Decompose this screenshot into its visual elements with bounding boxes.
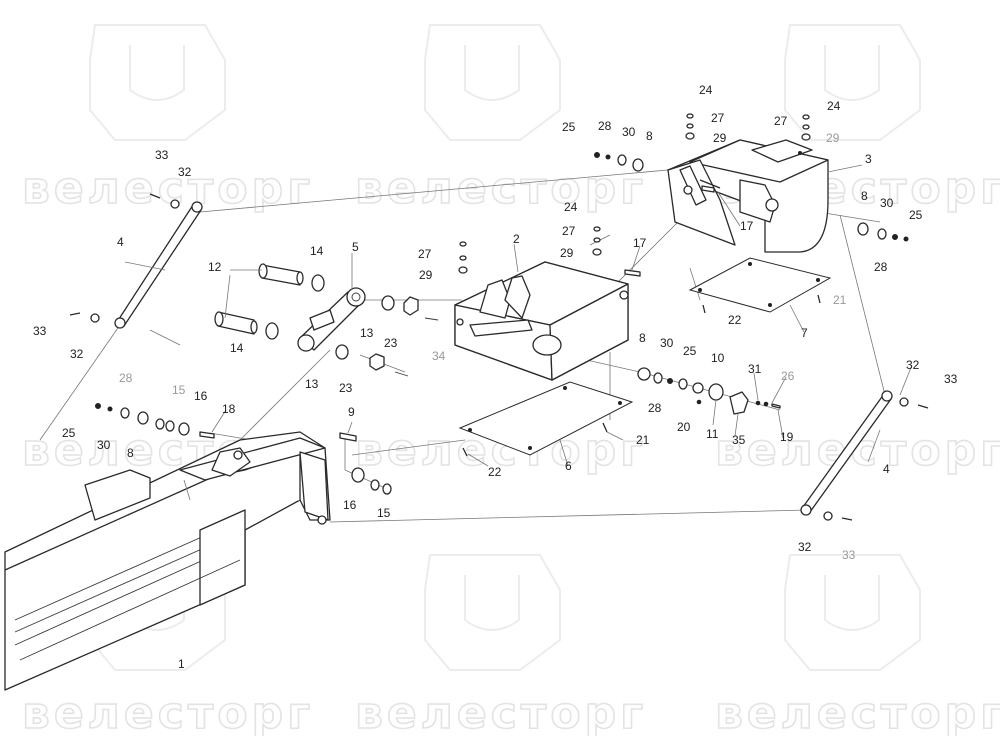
callout-label: 35 — [732, 433, 746, 447]
callout-label: 18 — [222, 402, 236, 416]
central-housing — [454, 261, 629, 381]
callout-label: 29 — [826, 131, 840, 145]
callout-label: 29 — [419, 268, 433, 282]
callout-label: 8 — [861, 189, 868, 203]
callout-label: 23 — [384, 336, 398, 350]
callout-label: 28 — [119, 371, 133, 385]
watermark-layer: велесторг велесторг велесторг велесторг … — [21, 24, 1000, 736]
watermark-logo — [784, 24, 921, 141]
callout-label: 29 — [713, 131, 727, 145]
callout-label: 16 — [343, 498, 357, 512]
callout-label: 11 — [706, 427, 719, 441]
callout-label: 8 — [646, 129, 653, 143]
watermark-logo — [784, 554, 921, 671]
callout-label: 15 — [172, 383, 186, 397]
main-frame-beam — [4, 431, 331, 691]
callout-label: 25 — [683, 344, 697, 358]
callout-label: 25 — [562, 120, 576, 134]
callout-label: 14 — [230, 341, 244, 355]
callout-label: 13 — [360, 326, 374, 340]
watermark-logo — [424, 554, 561, 671]
callout-label: 25 — [909, 208, 923, 222]
callout-label: 20 — [677, 420, 691, 434]
callout-label: 17 — [740, 219, 754, 233]
callout-labels: 1 2 3 4 4 5 6 7 8 8 8 8 9 10 11 12 13 13… — [33, 83, 958, 671]
callout-label: 4 — [117, 235, 124, 249]
callout-label: 21 — [636, 433, 650, 447]
callout-label: 24 — [699, 83, 713, 97]
hydraulic-cylinder — [297, 287, 366, 352]
callout-label: 32 — [178, 165, 192, 179]
callout-label: 13 — [305, 377, 319, 391]
callout-label: 29 — [560, 246, 574, 260]
watermark-text: велесторг — [355, 688, 647, 736]
watermark-text: велесторг — [22, 163, 314, 214]
callout-label: 22 — [728, 313, 742, 327]
pin-upper — [258, 263, 304, 286]
callout-label: 30 — [622, 125, 636, 139]
callout-label: 21 — [833, 293, 847, 307]
callout-label: 27 — [711, 111, 725, 125]
callout-label: 14 — [310, 244, 324, 258]
callout-label: 32 — [798, 540, 812, 554]
callout-label: 33 — [155, 148, 169, 162]
pin-lower — [214, 311, 258, 335]
callout-label: 6 — [565, 459, 572, 473]
callout-label: 2 — [513, 232, 520, 246]
callout-label: 33 — [944, 372, 958, 386]
callout-label: 1 — [178, 657, 185, 671]
callout-label: 8 — [127, 446, 134, 460]
callout-label: 23 — [339, 381, 353, 395]
callout-label: 19 — [780, 430, 794, 444]
watermark-logo — [89, 24, 226, 141]
callout-label: 30 — [97, 438, 111, 452]
upper-housing — [667, 139, 829, 253]
callout-label: 3 — [865, 152, 872, 166]
callout-label: 28 — [874, 260, 888, 274]
callout-label: 9 — [348, 405, 355, 419]
callout-label: 26 — [781, 369, 795, 383]
callout-label: 27 — [418, 247, 432, 261]
rod-right — [800, 390, 893, 516]
callout-label: 25 — [62, 426, 76, 440]
callout-label: 32 — [906, 358, 920, 372]
callout-label: 5 — [352, 240, 359, 254]
callout-label: 24 — [564, 200, 578, 214]
watermark-text: велесторг — [715, 688, 1000, 736]
callout-label: 34 — [432, 349, 446, 363]
bottom-plate-7 — [688, 257, 832, 313]
callout-label: 32 — [70, 347, 84, 361]
rod-left — [114, 201, 203, 329]
watermark-logo — [424, 24, 561, 141]
callout-label: 27 — [562, 224, 576, 238]
callout-label: 33 — [842, 548, 856, 562]
callout-label: 10 — [711, 351, 725, 365]
callout-label: 31 — [748, 362, 762, 376]
callout-label: 15 — [377, 506, 391, 520]
callout-label: 28 — [648, 401, 662, 415]
callout-label: 27 — [774, 114, 788, 128]
callout-label: 16 — [194, 389, 208, 403]
callout-label: 22 — [488, 465, 502, 479]
leader-lines — [124, 164, 913, 501]
watermark-text: велесторг — [22, 688, 314, 736]
callout-label: 7 — [801, 326, 808, 340]
watermark-text: велесторг — [355, 163, 647, 214]
callout-label: 30 — [660, 336, 674, 350]
small-hardware — [69, 113, 929, 521]
bottom-plate-6 — [458, 381, 634, 456]
callout-label: 33 — [33, 324, 47, 338]
callout-label: 24 — [827, 99, 841, 113]
callout-label: 8 — [639, 331, 646, 345]
callout-label: 17 — [633, 236, 647, 250]
callout-label: 4 — [883, 462, 890, 476]
callout-label: 30 — [880, 196, 894, 210]
callout-label: 12 — [208, 260, 222, 274]
callout-label: 28 — [598, 119, 612, 133]
